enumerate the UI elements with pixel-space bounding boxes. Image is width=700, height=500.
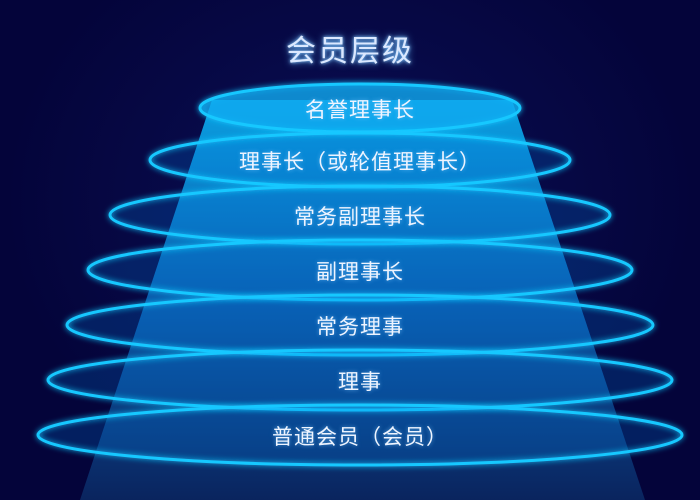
level-label-6: 理事 (338, 370, 382, 394)
level-label-4: 副理事长 (316, 260, 404, 284)
level-label-3: 常务副理事长 (294, 205, 426, 229)
level-ring-7 (36, 403, 684, 467)
level-label-1: 名誉理事长 (305, 98, 415, 122)
diagram-title: 会员层级 (286, 34, 414, 69)
level-label-2: 理事长（或轮值理事长） (239, 150, 481, 174)
level-label-7: 普通会员（会员） (272, 425, 448, 449)
level-label-5: 常务理事 (316, 315, 404, 339)
